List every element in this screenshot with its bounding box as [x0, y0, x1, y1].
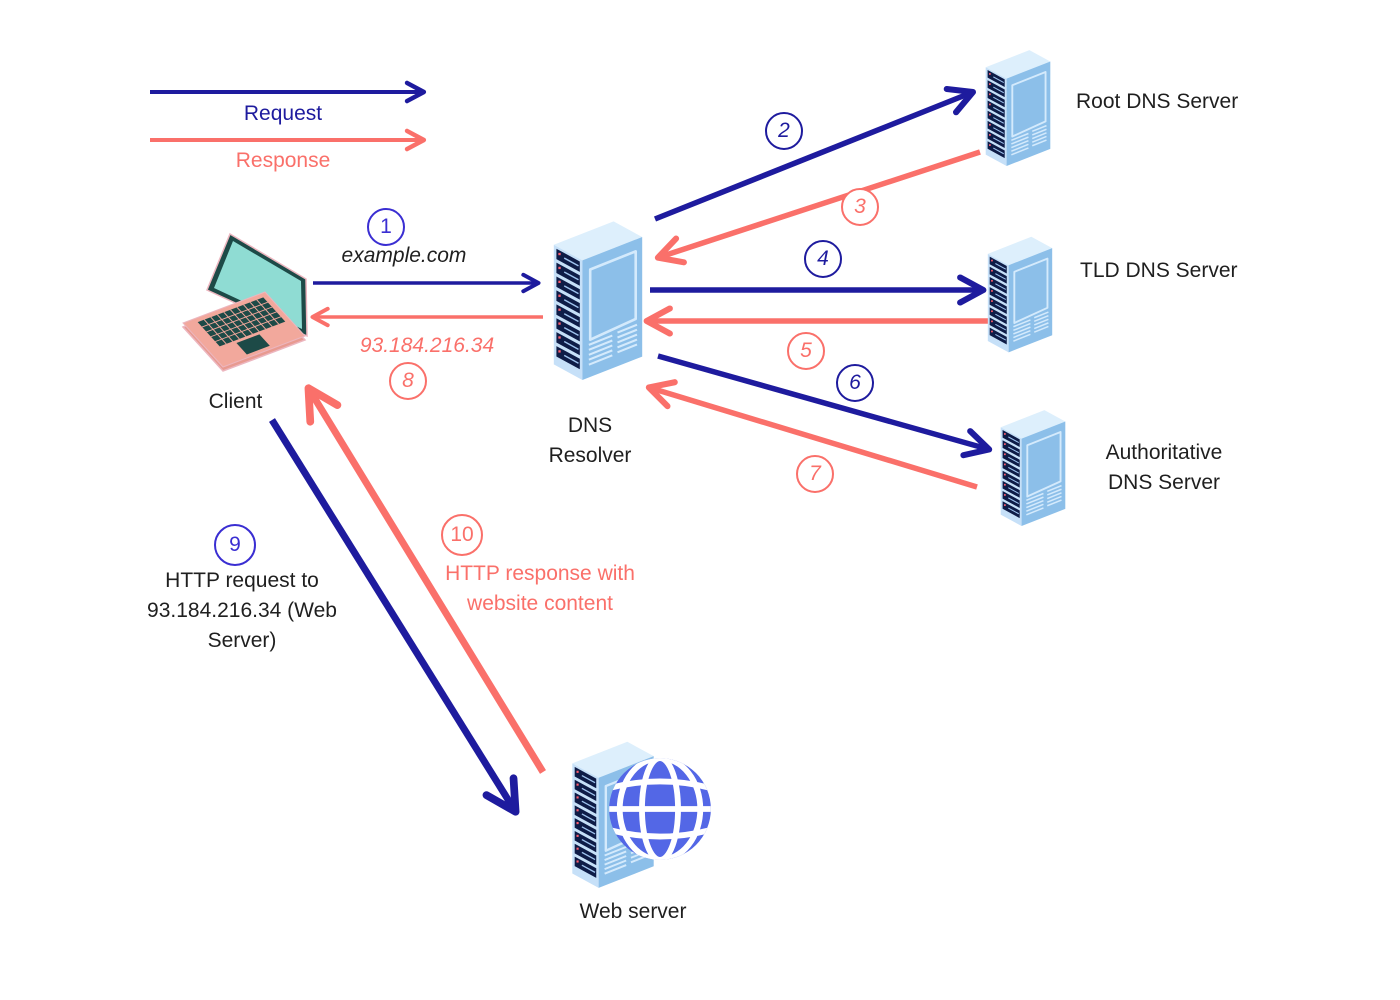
- step-3-badge: 3: [841, 188, 879, 226]
- step-5-number: 5: [800, 339, 812, 362]
- client-label: Client: [208, 390, 263, 413]
- step-1-domain-text: example.com: [341, 244, 467, 267]
- step-5-badge: 5: [787, 332, 825, 370]
- step-9-number: 9: [229, 533, 241, 556]
- client-laptop-icon: [182, 233, 308, 372]
- step-8-ip-text: 93.184.216.34: [359, 334, 495, 357]
- dns-resolver-label: DNS Resolver: [548, 414, 632, 467]
- step-9-http-request-text: HTTP request to 93.184.216.34 (Web Serve…: [147, 569, 337, 652]
- step-10-http-response-text: HTTP response with website content: [445, 562, 635, 615]
- legend-response-label: Response: [235, 149, 331, 172]
- step-10-number: 10: [450, 523, 474, 546]
- dns-resolver-server-icon: [552, 219, 644, 382]
- step-9-badge: 9: [214, 524, 256, 566]
- step-7-badge: 7: [796, 455, 834, 493]
- arrow-step-3-response: [654, 149, 981, 266]
- arrow-step-2-request: [653, 85, 977, 222]
- arrow-step-10-response: [304, 384, 546, 774]
- web-server-label: Web server: [579, 900, 687, 923]
- authoritative-dns-server-icon: [999, 409, 1067, 527]
- step-4-badge: 4: [804, 240, 842, 278]
- tld-dns-server-label: TLD DNS Server: [1080, 259, 1238, 282]
- root-dns-server-icon: [984, 49, 1052, 167]
- step-6-number: 6: [849, 371, 861, 394]
- authoritative-dns-server-label: Authoritative DNS Server: [1105, 441, 1223, 494]
- step-1-badge: 1: [367, 208, 405, 246]
- arrow-step-9-request: [269, 418, 520, 816]
- legend-request-label: Request: [243, 102, 323, 125]
- step-1-number: 1: [380, 215, 392, 238]
- step-8-badge: 8: [389, 362, 427, 400]
- step-10-badge: 10: [441, 514, 483, 556]
- tld-dns-server-icon: [986, 235, 1054, 354]
- step-2-badge: 2: [765, 112, 803, 150]
- arrow-step-6-request: [657, 353, 993, 459]
- step-7-number: 7: [809, 462, 821, 485]
- step-6-badge: 6: [836, 364, 874, 402]
- arrow-step-7-response: [645, 379, 978, 490]
- root-dns-server-label: Root DNS Server: [1076, 90, 1239, 113]
- step-3-number: 3: [854, 195, 866, 218]
- step-4-number: 4: [817, 247, 829, 270]
- step-8-number: 8: [402, 369, 414, 392]
- step-2-number: 2: [778, 119, 790, 142]
